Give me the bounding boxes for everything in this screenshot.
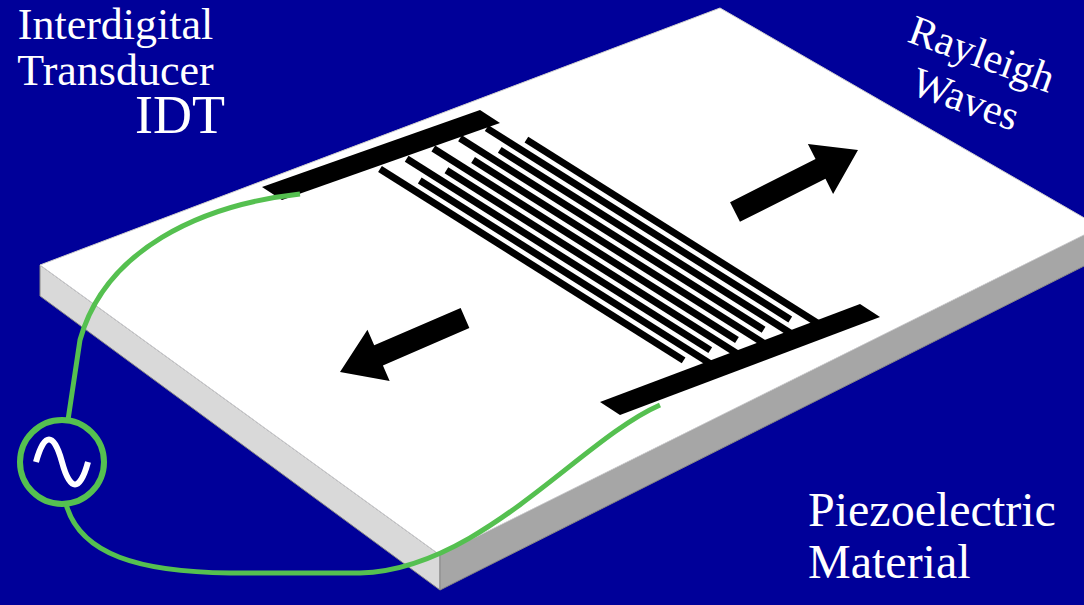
wave-arrow — [340, 308, 469, 381]
wire — [68, 194, 300, 420]
bus-bar — [262, 110, 500, 200]
wave-arrow — [730, 144, 858, 222]
material-label: Piezoelectric Material — [808, 484, 1073, 588]
idt-label: IDT — [135, 86, 225, 144]
idt-finger — [473, 160, 777, 351]
wire — [66, 405, 660, 573]
idt-finger — [487, 128, 791, 319]
idt-finger — [526, 140, 830, 331]
transducer-label: Interdigital Transducer — [8, 2, 223, 94]
idt-finger — [500, 150, 804, 341]
sine-symbol — [36, 440, 88, 485]
idt-finger — [460, 138, 764, 329]
ac-source — [20, 420, 104, 504]
wave-arrows — [340, 144, 858, 381]
